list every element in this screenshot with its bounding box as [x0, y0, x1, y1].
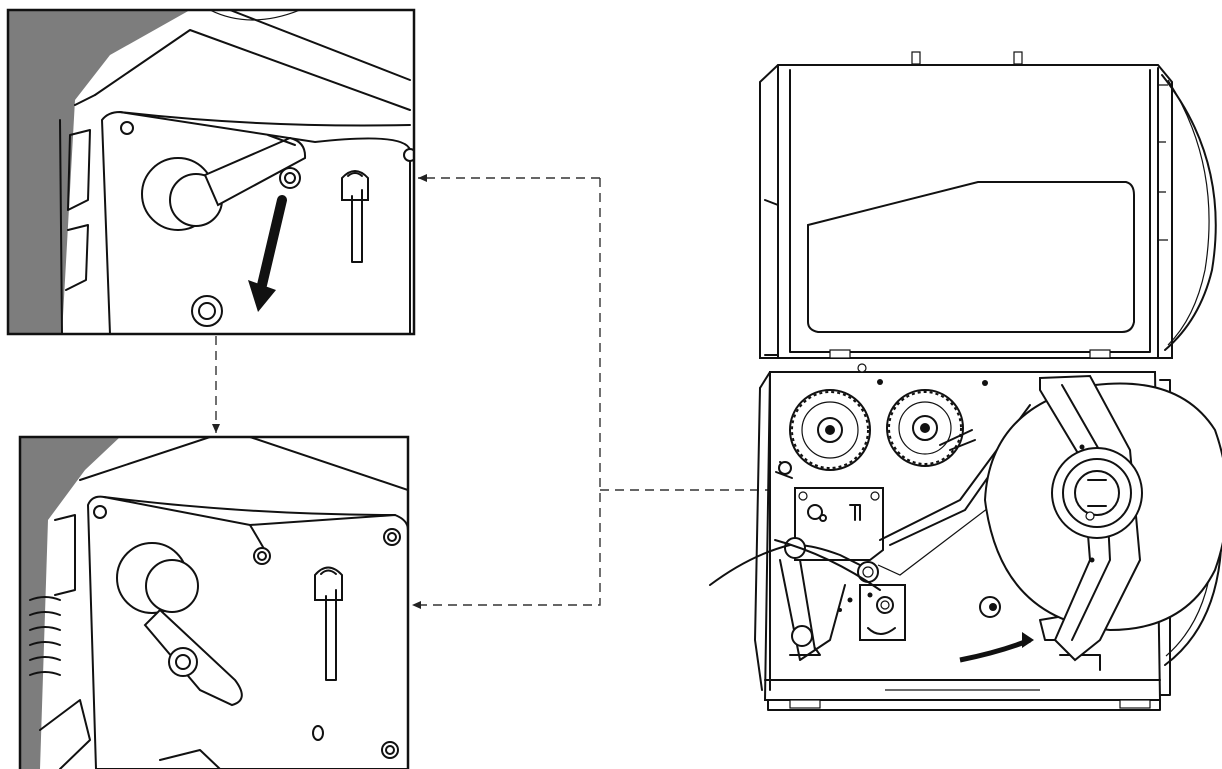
lever-arm: [203, 136, 307, 207]
lower-linkage: [779, 559, 906, 661]
panel-shadow-bottom: [20, 437, 120, 769]
cover-window: [807, 181, 1135, 333]
side-door-arc: [1161, 74, 1217, 351]
panel-shadow: [8, 10, 190, 334]
panel-frame-bottom: [18, 435, 410, 769]
print-mechanism: [775, 461, 884, 583]
printer-overview: [709, 51, 1222, 711]
detail-panel-bottom: [18, 435, 410, 769]
side-plate-bottom: [86, 495, 408, 769]
detail-panel-top: [6, 8, 416, 336]
open-cover: [759, 51, 1173, 359]
leader-lines: [212, 174, 780, 609]
rotate-arrow-icon: [248, 195, 287, 312]
latch: [341, 170, 369, 263]
lever-knob-lowered: [116, 542, 199, 614]
leader-to-bottom-panel: [412, 178, 601, 609]
spring: [29, 596, 61, 676]
ribbon-takeup-spool: [886, 389, 964, 467]
panel-frame: [6, 8, 416, 336]
ribbon-supply-spool: [789, 389, 871, 471]
media-strip: [709, 544, 791, 586]
latch-bottom: [314, 566, 343, 681]
media-roll: [983, 374, 1222, 662]
